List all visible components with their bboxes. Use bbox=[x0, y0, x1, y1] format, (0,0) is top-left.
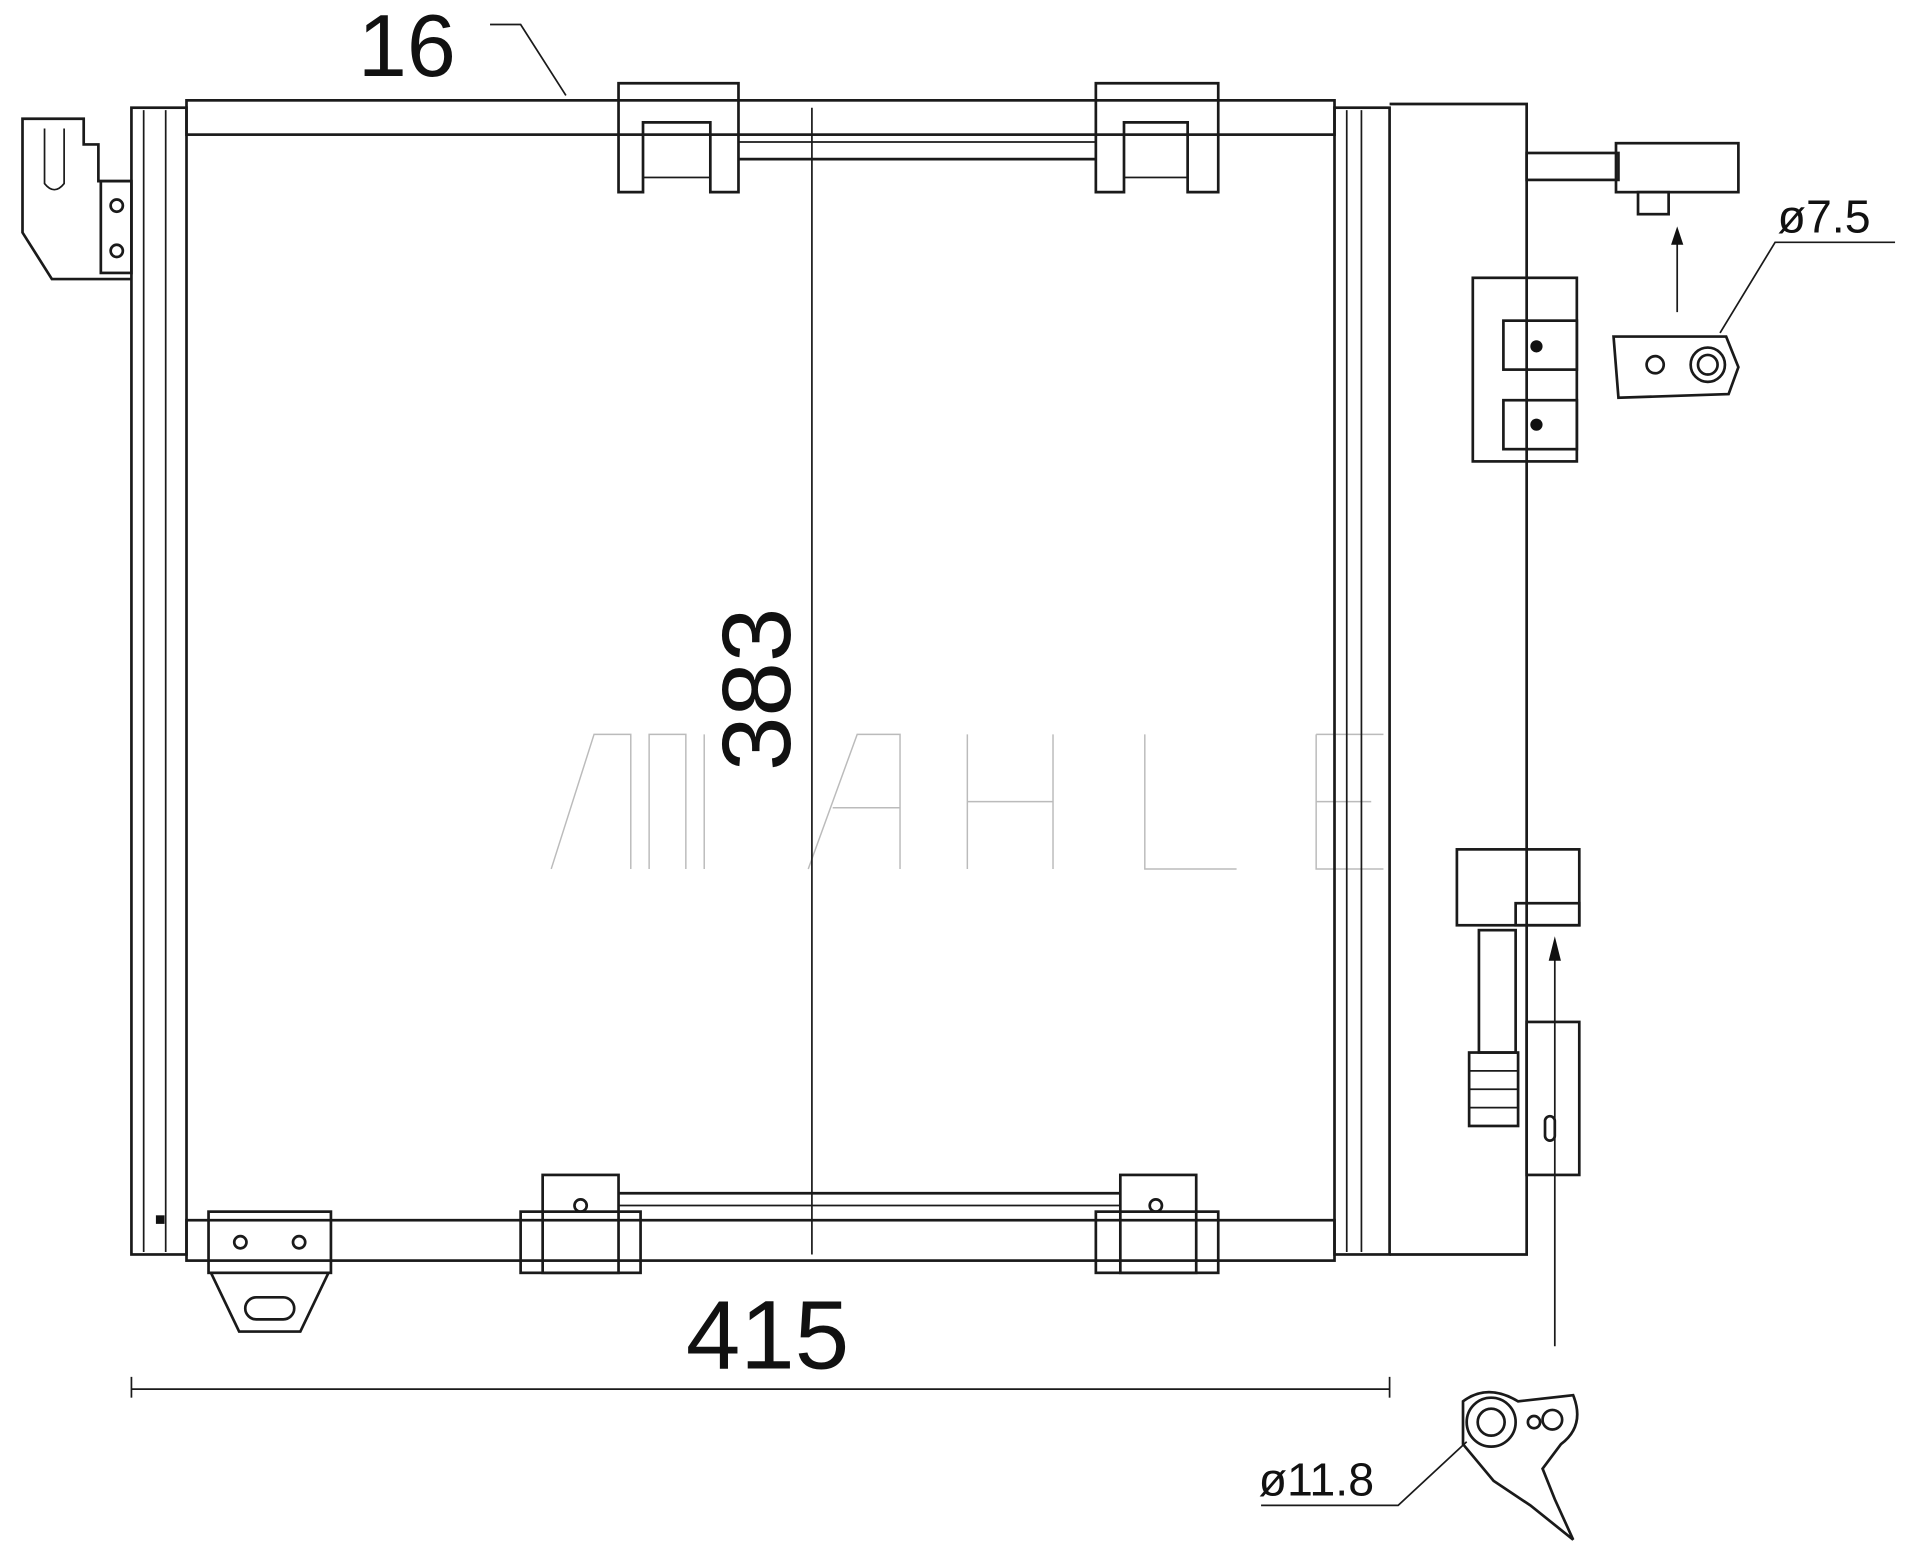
top-rail bbox=[185, 99, 1336, 161]
width-dimension-label: 415 bbox=[686, 1279, 849, 1389]
outlet-pipe bbox=[1525, 141, 1740, 400]
mahle-watermark bbox=[550, 733, 1384, 870]
dimension-lines bbox=[130, 23, 1896, 1507]
top-bracket-left bbox=[617, 81, 740, 194]
right-tank bbox=[1333, 102, 1529, 1256]
outlet-diameter-label: ø7.5 bbox=[1778, 191, 1871, 243]
left-tank bbox=[130, 106, 188, 1256]
inlet-diameter-label: ø11.8 bbox=[1259, 1454, 1374, 1506]
bottom-bracket-right bbox=[1094, 1173, 1220, 1275]
depth-dimension-label: 16 bbox=[358, 0, 456, 95]
receiver-drier bbox=[1455, 848, 1581, 1541]
bottom-mount-bracket bbox=[207, 1210, 333, 1333]
bottom-bracket-left bbox=[519, 1173, 642, 1275]
top-left-mount-bracket bbox=[21, 117, 133, 281]
top-bracket-right bbox=[1094, 81, 1220, 194]
bottom-rail bbox=[185, 1191, 1336, 1262]
mid-bracket bbox=[1471, 276, 1579, 463]
height-dimension-label: 383 bbox=[701, 608, 811, 771]
